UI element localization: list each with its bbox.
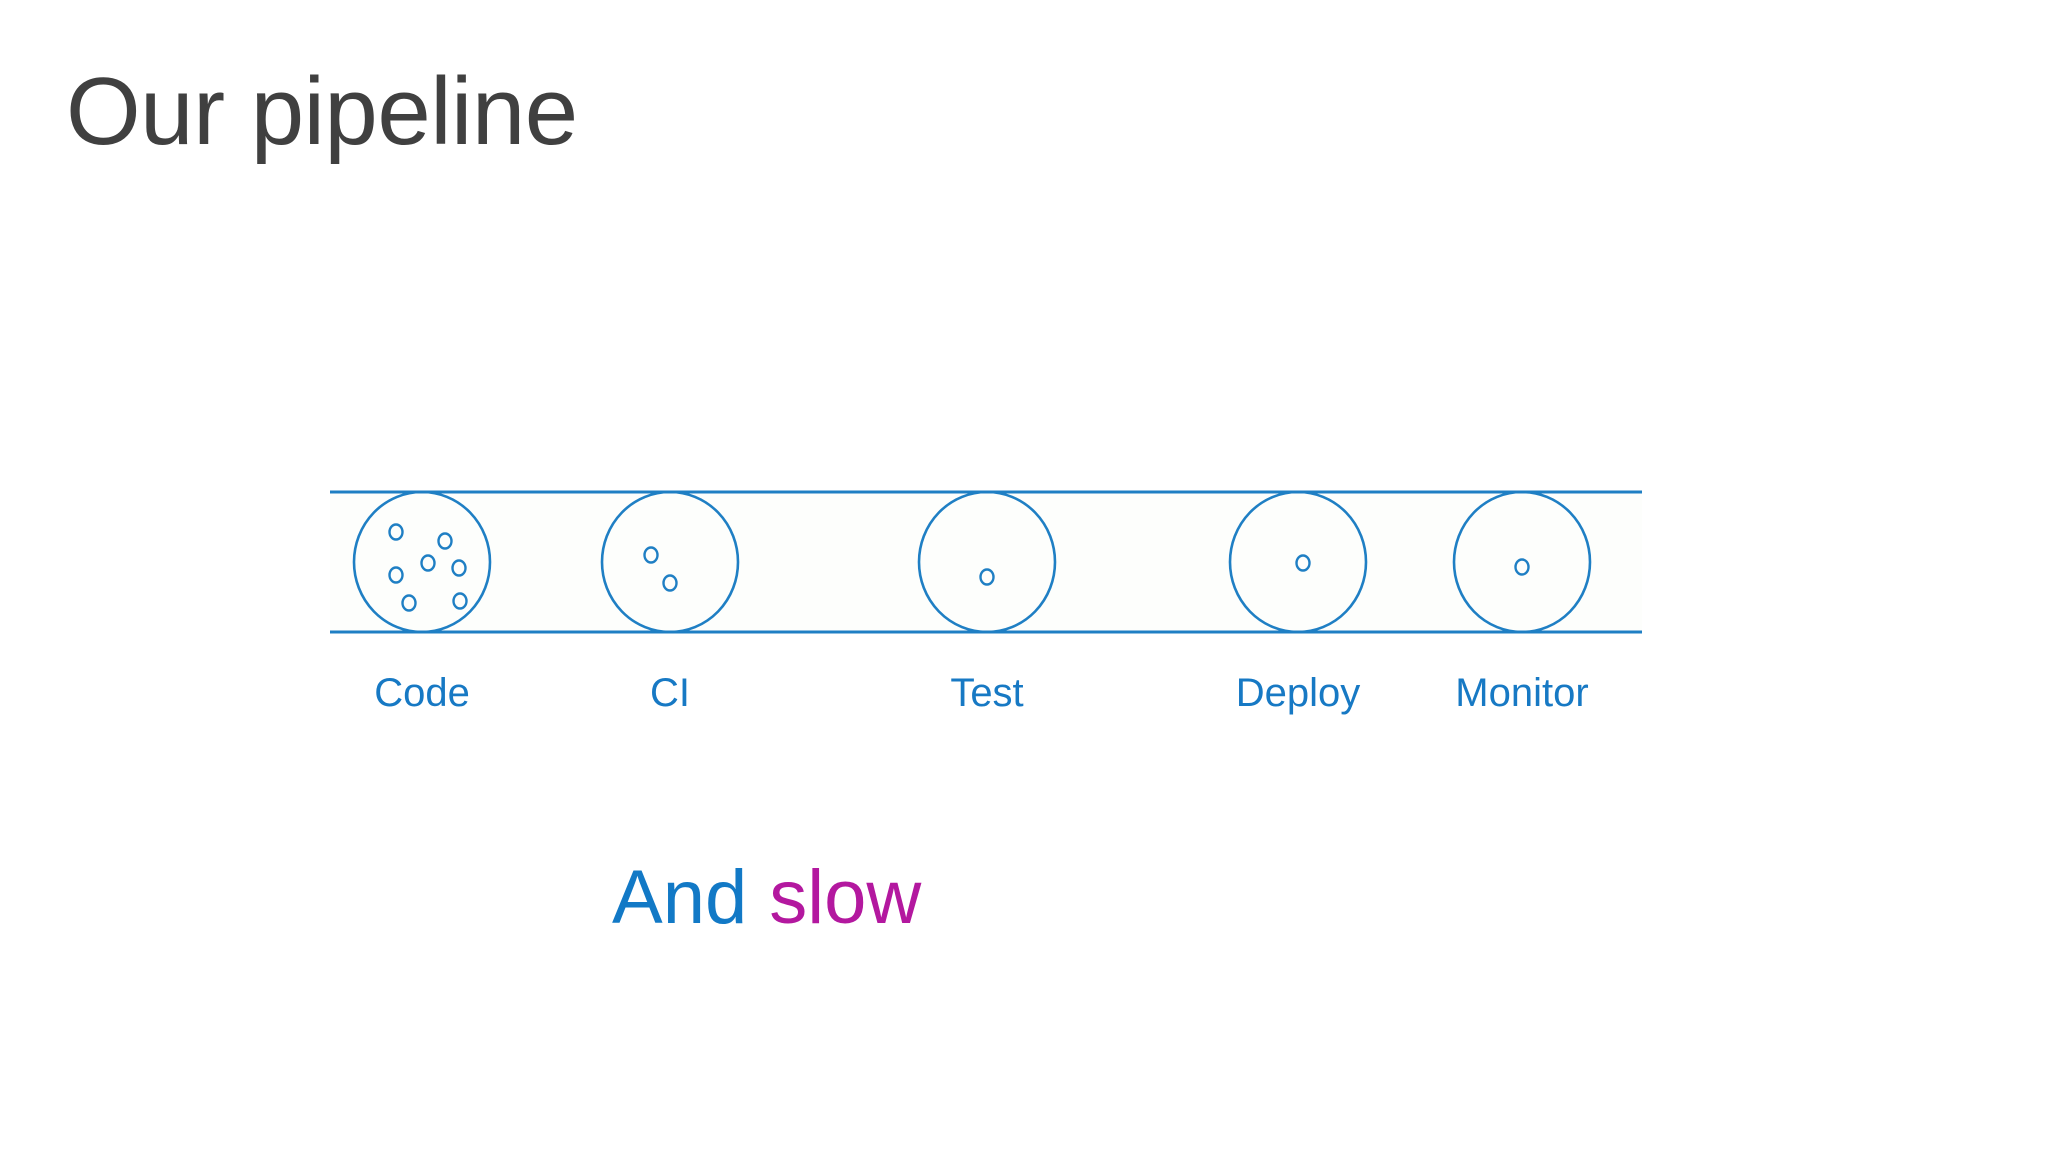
pipeline-stage-ci[interactable]	[600, 490, 740, 634]
work-item-dot-icon	[452, 592, 468, 610]
stage-circle-icon	[600, 490, 740, 634]
stage-label-test: Test	[950, 671, 1023, 715]
pipeline-stage-code[interactable]	[352, 490, 492, 634]
work-item-dot-icon	[420, 554, 436, 572]
work-item-dot-icon	[1514, 558, 1530, 576]
pipeline-stage-deploy[interactable]	[1228, 490, 1368, 634]
work-item-dot-icon	[662, 574, 678, 592]
caption-word-slow: slow	[769, 855, 922, 940]
stage-label-deploy: Deploy	[1236, 671, 1361, 715]
work-item-dot-icon	[388, 566, 404, 584]
stage-label-code: Code	[374, 671, 470, 715]
caption-word-and: And	[612, 855, 748, 940]
work-item-dot-icon	[401, 594, 417, 612]
stage-label-ci: CI	[650, 671, 690, 715]
stage-label-monitor: Monitor	[1455, 671, 1588, 715]
pipe-interior	[330, 492, 1642, 632]
work-item-dot-icon	[451, 559, 467, 577]
pipeline-stage-test[interactable]	[917, 490, 1057, 634]
pipe-body	[330, 490, 1642, 634]
work-item-dot-icon	[643, 546, 659, 564]
pipeline-stages	[352, 490, 1592, 634]
pipeline-stage-monitor[interactable]	[1452, 490, 1592, 634]
pipeline-stage-labels: Code CI Test Deploy Monitor	[374, 671, 1589, 715]
stage-circle-icon	[352, 490, 492, 634]
work-item-dot-icon	[979, 568, 995, 586]
work-item-dot-icon	[1295, 554, 1311, 572]
stage-circle-icon	[1228, 490, 1368, 634]
work-item-dot-icon	[388, 523, 404, 541]
stage-circle-icon	[917, 490, 1057, 634]
stage-circle-icon	[1452, 490, 1592, 634]
page-title: Our pipeline	[66, 58, 578, 165]
work-item-dot-icon	[437, 532, 453, 550]
